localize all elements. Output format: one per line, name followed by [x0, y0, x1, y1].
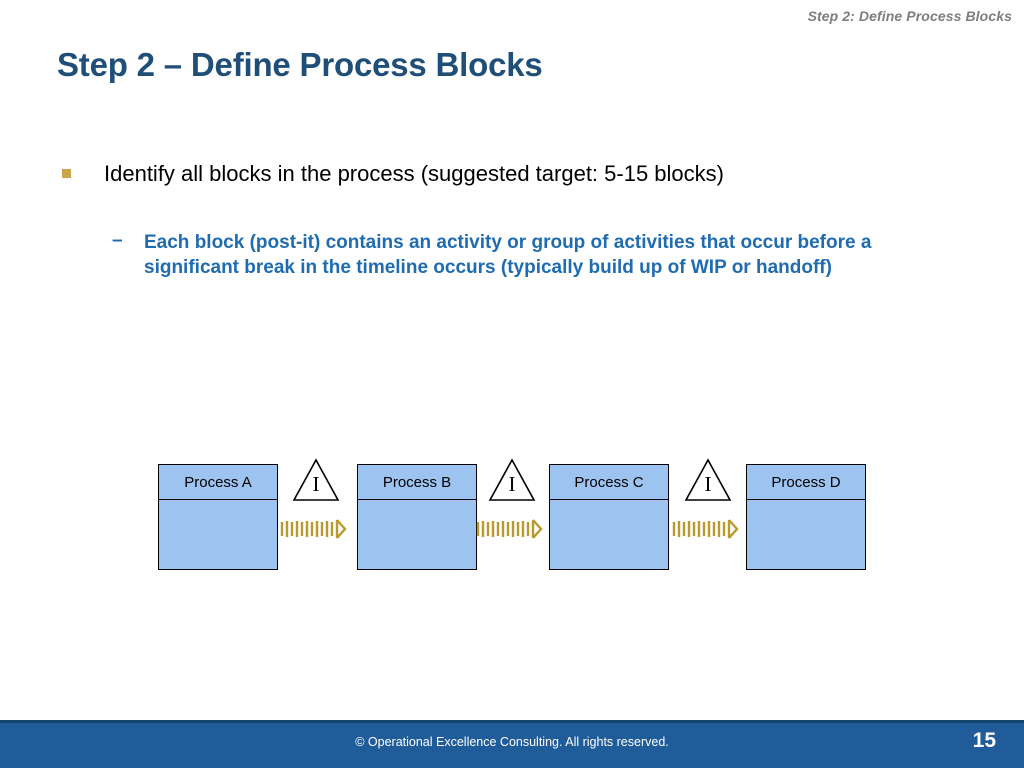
- bullet-level2-text: Each block (post-it) contains an activit…: [144, 232, 872, 278]
- inventory-triangle-icon-1: I: [292, 458, 340, 502]
- footer-copyright: © Operational Excellence Consulting. All…: [355, 735, 669, 749]
- footer: © Operational Excellence Consulting. All…: [0, 720, 1024, 768]
- inventory-triangle-icon-3: I: [684, 458, 732, 502]
- inventory-triangle-label-3: I: [704, 472, 712, 496]
- spring-connector-2: [475, 518, 549, 540]
- header-note: Step 2: Define Process Blocks: [807, 8, 1012, 24]
- process-block-b: Process B: [357, 464, 477, 570]
- process-block-c: Process C: [549, 464, 669, 570]
- process-block-a-label-band: Process A: [159, 465, 277, 500]
- process-block-diagram: Process A I: [0, 440, 1024, 600]
- footer-top-rule: [0, 720, 1024, 723]
- process-block-a-label: Process A: [184, 473, 252, 491]
- process-block-b-label-band: Process B: [358, 465, 476, 500]
- bullet-dash-icon: –: [112, 230, 123, 251]
- inventory-triangle-label-2: I: [508, 472, 516, 496]
- spring-connector-3: [671, 518, 745, 540]
- process-block-d-label: Process D: [771, 473, 841, 491]
- page-number: 15: [972, 729, 996, 752]
- bullet-square-icon: [62, 169, 71, 178]
- process-block-c-label: Process C: [574, 473, 644, 491]
- bullet-level1-text: Identify all blocks in the process (sugg…: [104, 161, 724, 186]
- process-block-b-label: Process B: [382, 473, 452, 491]
- process-block-a: Process A: [158, 464, 278, 570]
- process-block-d-label-band: Process D: [747, 465, 865, 500]
- process-block-c-label-band: Process C: [550, 465, 668, 500]
- spring-connector-1: [279, 518, 353, 540]
- bullet-level2: – Each block (post-it) contains an activ…: [112, 230, 972, 280]
- inventory-triangle-label-1: I: [312, 472, 320, 496]
- bullet-level1: Identify all blocks in the process (sugg…: [58, 160, 958, 188]
- process-block-d: Process D: [746, 464, 866, 570]
- page-title: Step 2 – Define Process Blocks: [57, 46, 543, 83]
- inventory-triangle-icon-2: I: [488, 458, 536, 502]
